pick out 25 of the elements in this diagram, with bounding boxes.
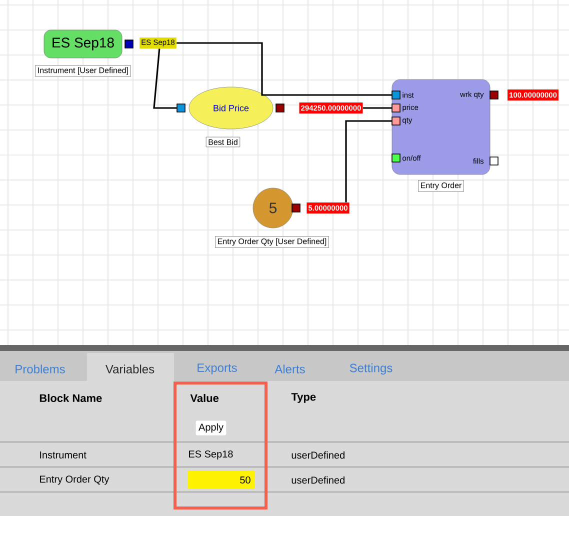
block-caption: Entry Order — [418, 180, 464, 192]
table-cell: userDefined — [292, 451, 344, 459]
tab-link: Problems — [16, 364, 65, 374]
table-cell: Instrument — [40, 452, 86, 458]
instrument-block: ES Sep18 — [44, 30, 122, 58]
connector-line — [153, 48, 177, 109]
column-header: Block Name — [40, 394, 102, 402]
block-caption: Entry Order Qty [User Defined] — [215, 236, 329, 248]
table-cell: userDefined — [292, 476, 344, 484]
tab-link: Alerts — [274, 364, 305, 374]
connector-line — [362, 107, 392, 109]
active-tab: Variables — [87, 353, 174, 381]
column-header: Type — [291, 393, 316, 403]
block-caption: Instrument [User Defined] — [35, 65, 131, 77]
connector-line — [176, 42, 392, 96]
column-header: Value — [190, 394, 219, 402]
tab-link: Exports — [198, 364, 237, 374]
connector-line — [345, 120, 392, 202]
table-cell: Entry Order Qty — [40, 475, 110, 485]
value-field: 50 — [188, 471, 255, 489]
apply-button: Apply — [195, 420, 227, 436]
table-cell: ES Sep18 — [189, 450, 233, 460]
tab-link: Settings — [350, 363, 392, 375]
block-caption: Best Bid — [206, 136, 240, 148]
ellipse-block: Bid Price — [188, 86, 274, 130]
